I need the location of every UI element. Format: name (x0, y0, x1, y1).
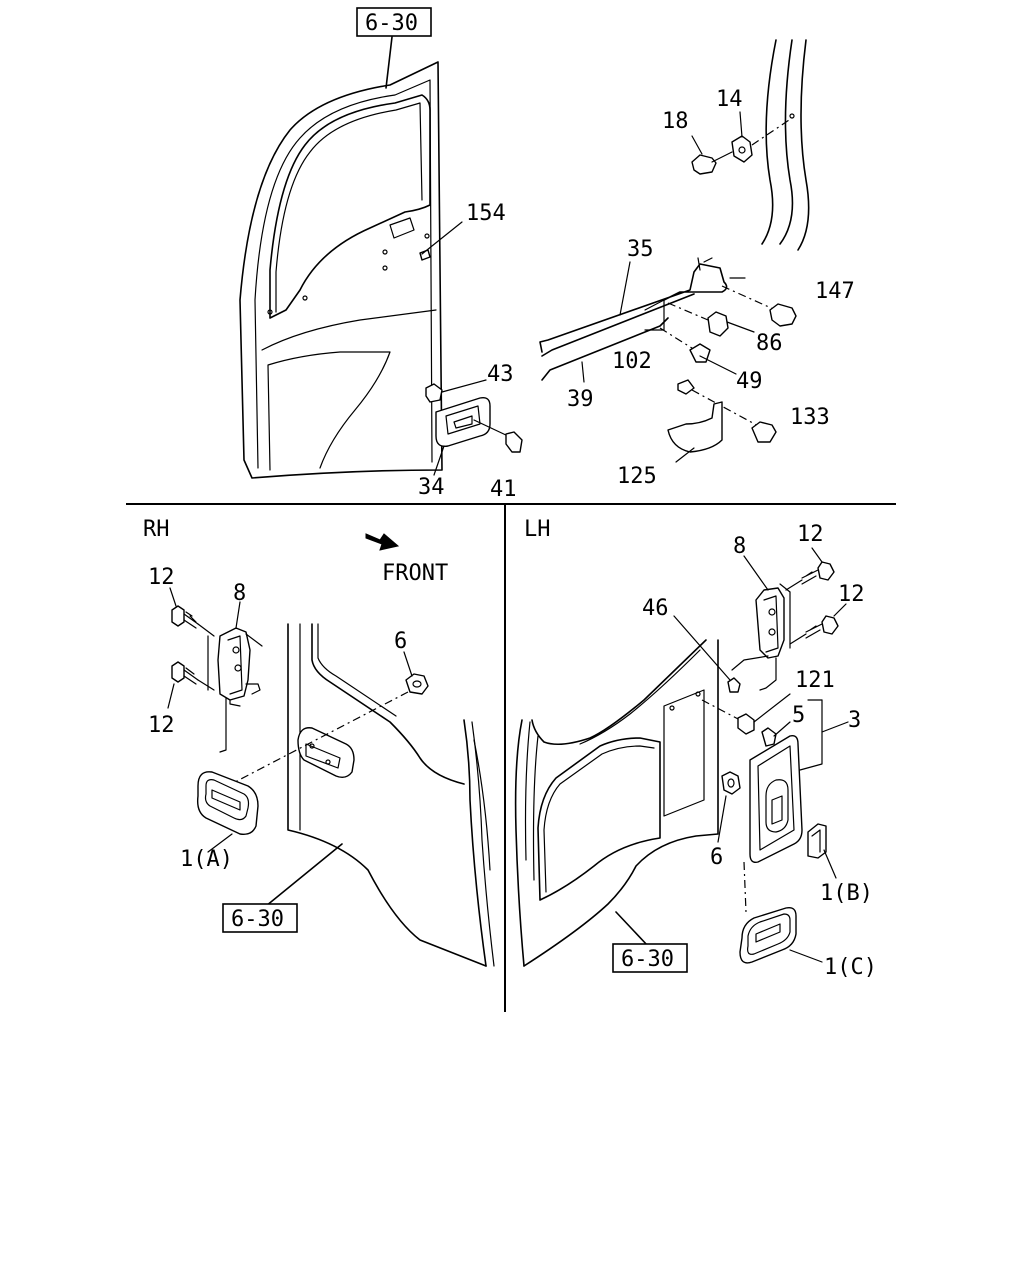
callout-154: 154 (466, 201, 506, 226)
lh-callouts: 8 12 12 46 121 5 3 6 1(B) 1(C) (642, 522, 877, 980)
rh-callout-12-bottom: 12 (148, 713, 175, 738)
lh-nut-6 (717, 771, 741, 843)
callout-41: 41 (490, 477, 517, 502)
clip-43 (425, 379, 487, 403)
lock-86 (667, 302, 729, 337)
top-leaders (421, 111, 755, 463)
lh-handle-1c (739, 861, 823, 964)
inner-handle-34 (433, 396, 523, 476)
rh-callouts: 12 8 12 6 1(A) (148, 565, 407, 872)
rh-callout-8: 8 (233, 581, 246, 606)
lh-callout-1b: 1(B) (820, 881, 873, 906)
front-arrow-icon (365, 533, 400, 551)
rh-nut-6 (211, 651, 429, 795)
callout-147: 147 (815, 279, 855, 304)
cab-pillar (761, 39, 810, 251)
lh-label: LH (524, 517, 551, 542)
bracket-assembly (667, 379, 777, 453)
rh-handle-1a (196, 771, 259, 853)
lh-clip-46 (673, 615, 741, 693)
callout-34: 34 (418, 475, 445, 500)
rh-callout-1a: 1(A) (180, 847, 233, 872)
lh-latch-8 (731, 555, 791, 691)
callout-49: 49 (736, 369, 763, 394)
callout-39: 39 (567, 387, 594, 412)
door-rods (539, 257, 746, 381)
callout-125: 125 (617, 464, 657, 489)
lh-callout-12-bottom: 12 (838, 582, 865, 607)
callout-18: 18 (662, 109, 689, 134)
lh-callout-1c: 1(C) (824, 955, 877, 980)
lh-bolts-12 (785, 547, 847, 645)
reference-box-top: 6-30 (356, 7, 432, 89)
lh-reference-box: 6-30 (612, 911, 688, 973)
bolt-147 (721, 285, 797, 327)
lh-callout-12-top: 12 (797, 522, 824, 547)
rh-door-panel (287, 623, 495, 967)
lh-callout-8: 8 (733, 534, 746, 559)
rh-reference-box: 6-30 (222, 843, 343, 933)
top-door-panel (239, 61, 443, 479)
rh-latch-8 (207, 627, 263, 753)
callout-102: 102 (612, 349, 652, 374)
lh-bezel-3 (749, 699, 849, 864)
rh-callout-12-top: 12 (148, 565, 175, 590)
callout-86: 86 (756, 331, 783, 356)
lh-door-panel (514, 639, 719, 967)
reference-label: 6-30 (365, 11, 418, 36)
callout-43: 43 (487, 362, 514, 387)
lh-screws (701, 693, 791, 747)
lh-callout-46: 46 (642, 596, 669, 621)
reference-label: 6-30 (621, 947, 674, 972)
rh-bolts-12 (167, 587, 241, 709)
lh-callout-5: 5 (792, 703, 805, 728)
lh-callout-6: 6 (710, 845, 723, 870)
lh-callout-121: 121 (795, 668, 835, 693)
rh-callout-6: 6 (394, 629, 407, 654)
striker-assembly (691, 113, 795, 175)
callout-35: 35 (627, 237, 654, 262)
top-callouts: 18 14 154 35 147 86 102 49 39 43 133 34 … (418, 87, 855, 502)
lh-handle-1b (807, 823, 837, 879)
lh-callout-3: 3 (848, 708, 861, 733)
clip-49 (659, 327, 711, 363)
front-label: FRONT (382, 561, 448, 586)
rh-label: RH (143, 517, 170, 542)
callout-133: 133 (790, 405, 830, 430)
reference-label: 6-30 (231, 907, 284, 932)
callout-14: 14 (716, 87, 743, 112)
